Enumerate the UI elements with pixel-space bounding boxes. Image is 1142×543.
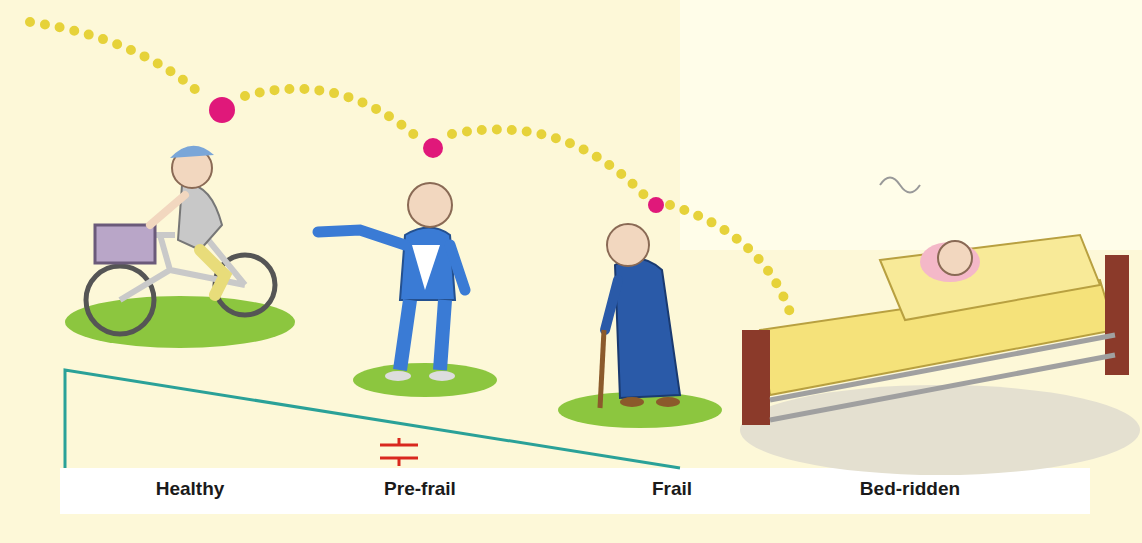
frail-arm <box>605 280 618 330</box>
trajectory-segment <box>245 89 418 138</box>
balance-marker <box>380 438 418 466</box>
cyclist-cap <box>170 146 214 158</box>
cyclist-arm <box>150 195 185 225</box>
background-light <box>680 0 1142 250</box>
prefrail-arm <box>450 245 465 290</box>
ball <box>423 138 443 158</box>
shoe <box>656 397 680 407</box>
shoe <box>385 371 411 381</box>
frail-robe <box>615 259 680 398</box>
shoe <box>429 371 455 381</box>
stage-label: Bed-ridden <box>860 478 960 500</box>
prefrail-body <box>400 228 455 301</box>
bike-basket <box>95 225 155 263</box>
cane <box>600 330 604 408</box>
frail-figure <box>600 224 680 408</box>
blanket <box>880 235 1100 320</box>
bed-figure <box>740 178 1140 476</box>
stage-label: Pre-frail <box>384 478 456 500</box>
trajectory-segment <box>670 205 792 318</box>
stage-label: Healthy <box>156 478 225 500</box>
decline-line <box>65 370 680 468</box>
stage-label: Frail <box>652 478 692 500</box>
prefrail-head <box>408 183 452 227</box>
cyclist-figure <box>86 146 275 334</box>
prefrail-leg <box>400 300 445 370</box>
bed-shadow <box>740 385 1140 475</box>
bed-footboard <box>742 330 770 425</box>
marker-tick <box>398 458 401 466</box>
prefrail-arm <box>318 230 405 245</box>
pillow <box>920 242 980 282</box>
shoe <box>620 397 644 407</box>
grass-patch <box>65 296 295 348</box>
trajectory-segment <box>30 22 205 98</box>
patient-head <box>938 241 972 275</box>
prefrail-figure <box>318 183 465 381</box>
prefrail-shirt <box>412 245 440 290</box>
cyclist-leg <box>200 250 225 295</box>
bed-frame <box>770 335 1115 420</box>
sigh-mark <box>880 178 920 193</box>
ball <box>209 97 235 123</box>
trajectory-segment <box>452 129 645 196</box>
frail-head <box>607 224 649 266</box>
ball <box>648 197 664 213</box>
marker-tick <box>398 438 401 445</box>
grass-patch <box>353 363 497 397</box>
